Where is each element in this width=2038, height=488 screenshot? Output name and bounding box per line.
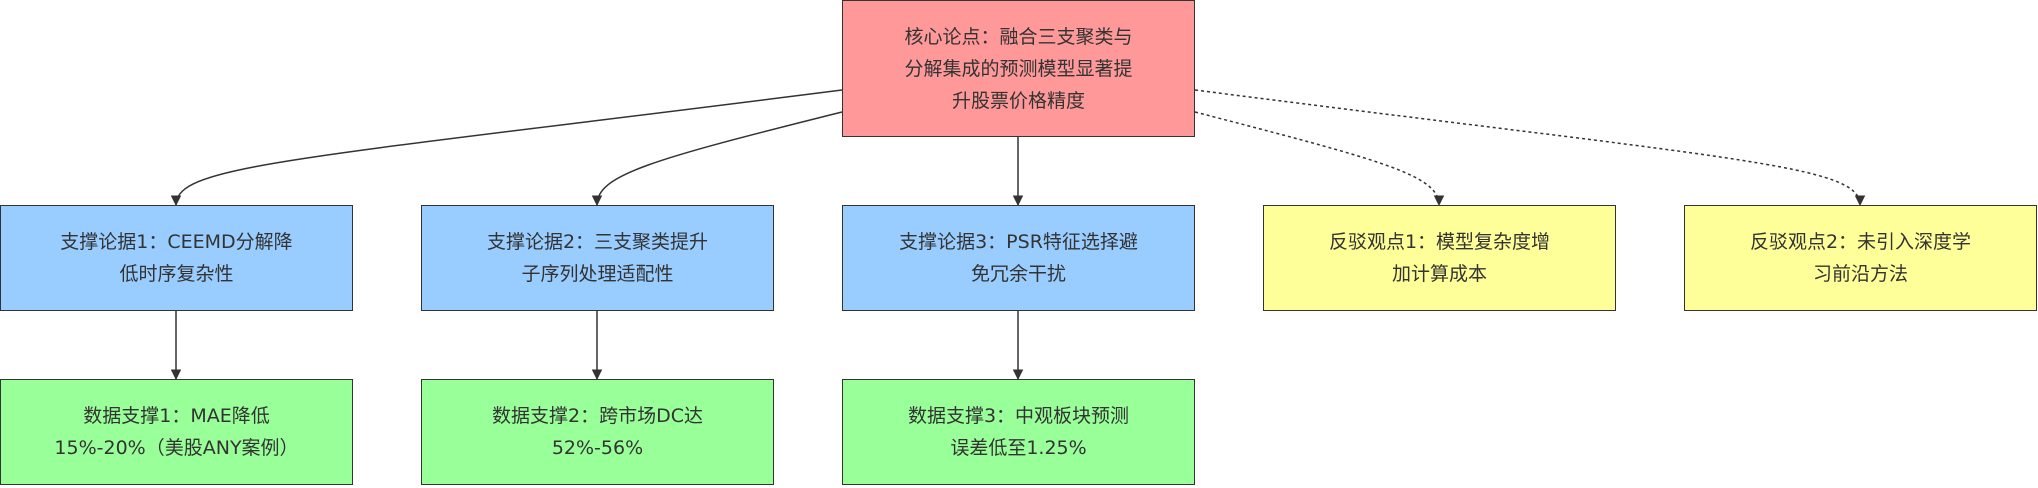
counterpoint-1-text: 反驳观点1：模型复杂度增 加计算成本	[1329, 226, 1550, 290]
data-support-3-node: 数据支撑3：中观板块预测 误差低至1.25%	[842, 379, 1195, 485]
data-support-line: 误差低至1.25%	[950, 437, 1087, 459]
main-claim-node: 核心论点：融合三支聚类与 分解集成的预测模型显著提 升股票价格精度	[842, 0, 1195, 137]
support-argument-3-text: 支撑论据3：PSR特征选择避 免冗余干扰	[899, 226, 1138, 290]
support-argument-line: 低时序复杂性	[119, 263, 234, 285]
counterpoint-line: 加计算成本	[1391, 263, 1487, 285]
data-support-2-text: 数据支撑2：跨市场DC达 52%-56%	[492, 400, 703, 464]
counterpoint-line: 反驳观点1：模型复杂度增	[1328, 231, 1551, 253]
data-support-line: 数据支撑1：MAE降低	[83, 405, 270, 427]
data-support-2-node: 数据支撑2：跨市场DC达 52%-56%	[421, 379, 774, 485]
edge-main-to-support-1	[170, 89, 843, 207]
edge-main-to-counter-2	[1194, 89, 1866, 207]
edge-main-to-counter-1	[1194, 111, 1445, 207]
support-argument-2-node: 支撑论据2：三支聚类提升 子序列处理适配性	[421, 205, 774, 311]
counterpoint-2-node: 反驳观点2：未引入深度学 习前沿方法	[1684, 205, 2037, 311]
support-argument-3-node: 支撑论据3：PSR特征选择避 免冗余干扰	[842, 205, 1195, 311]
data-support-line: 52%-56%	[551, 437, 644, 459]
support-argument-line: 支撑论据3：PSR特征选择避	[899, 231, 1138, 253]
data-support-3-text: 数据支撑3：中观板块预测 误差低至1.25%	[908, 400, 1129, 464]
support-argument-line: 免冗余干扰	[970, 263, 1066, 285]
counterpoint-1-node: 反驳观点1：模型复杂度增 加计算成本	[1263, 205, 1616, 311]
counterpoint-line: 习前沿方法	[1812, 263, 1908, 285]
data-support-line: 15%-20%（美股ANY案例）	[54, 437, 299, 459]
support-argument-line: 支撑论据1：CEEMD分解降	[60, 231, 293, 253]
main-claim-text: 核心论点：融合三支聚类与 分解集成的预测模型显著提 升股票价格精度	[904, 21, 1132, 117]
support-argument-line: 子序列处理适配性	[521, 263, 674, 285]
data-support-line: 数据支撑3：中观板块预测	[907, 405, 1130, 427]
edge-main-to-support-2	[591, 111, 843, 207]
support-argument-1-text: 支撑论据1：CEEMD分解降 低时序复杂性	[60, 226, 292, 290]
data-support-line: 数据支撑2：跨市场DC达	[492, 405, 703, 427]
counterpoint-2-text: 反驳观点2：未引入深度学 习前沿方法	[1750, 226, 1971, 290]
main-claim-line: 核心论点：融合三支聚类与	[904, 25, 1133, 48]
main-claim-line: 分解集成的预测模型显著提	[904, 57, 1133, 80]
support-argument-1-node: 支撑论据1：CEEMD分解降 低时序复杂性	[0, 205, 353, 311]
support-argument-line: 支撑论据2：三支聚类提升	[486, 231, 709, 253]
data-support-1-node: 数据支撑1：MAE降低 15%-20%（美股ANY案例）	[0, 379, 353, 485]
main-claim-line: 升股票价格精度	[951, 89, 1085, 112]
data-support-1-text: 数据支撑1：MAE降低 15%-20%（美股ANY案例）	[54, 400, 298, 464]
counterpoint-line: 反驳观点2：未引入深度学	[1749, 231, 1972, 253]
support-argument-2-text: 支撑论据2：三支聚类提升 子序列处理适配性	[487, 226, 708, 290]
